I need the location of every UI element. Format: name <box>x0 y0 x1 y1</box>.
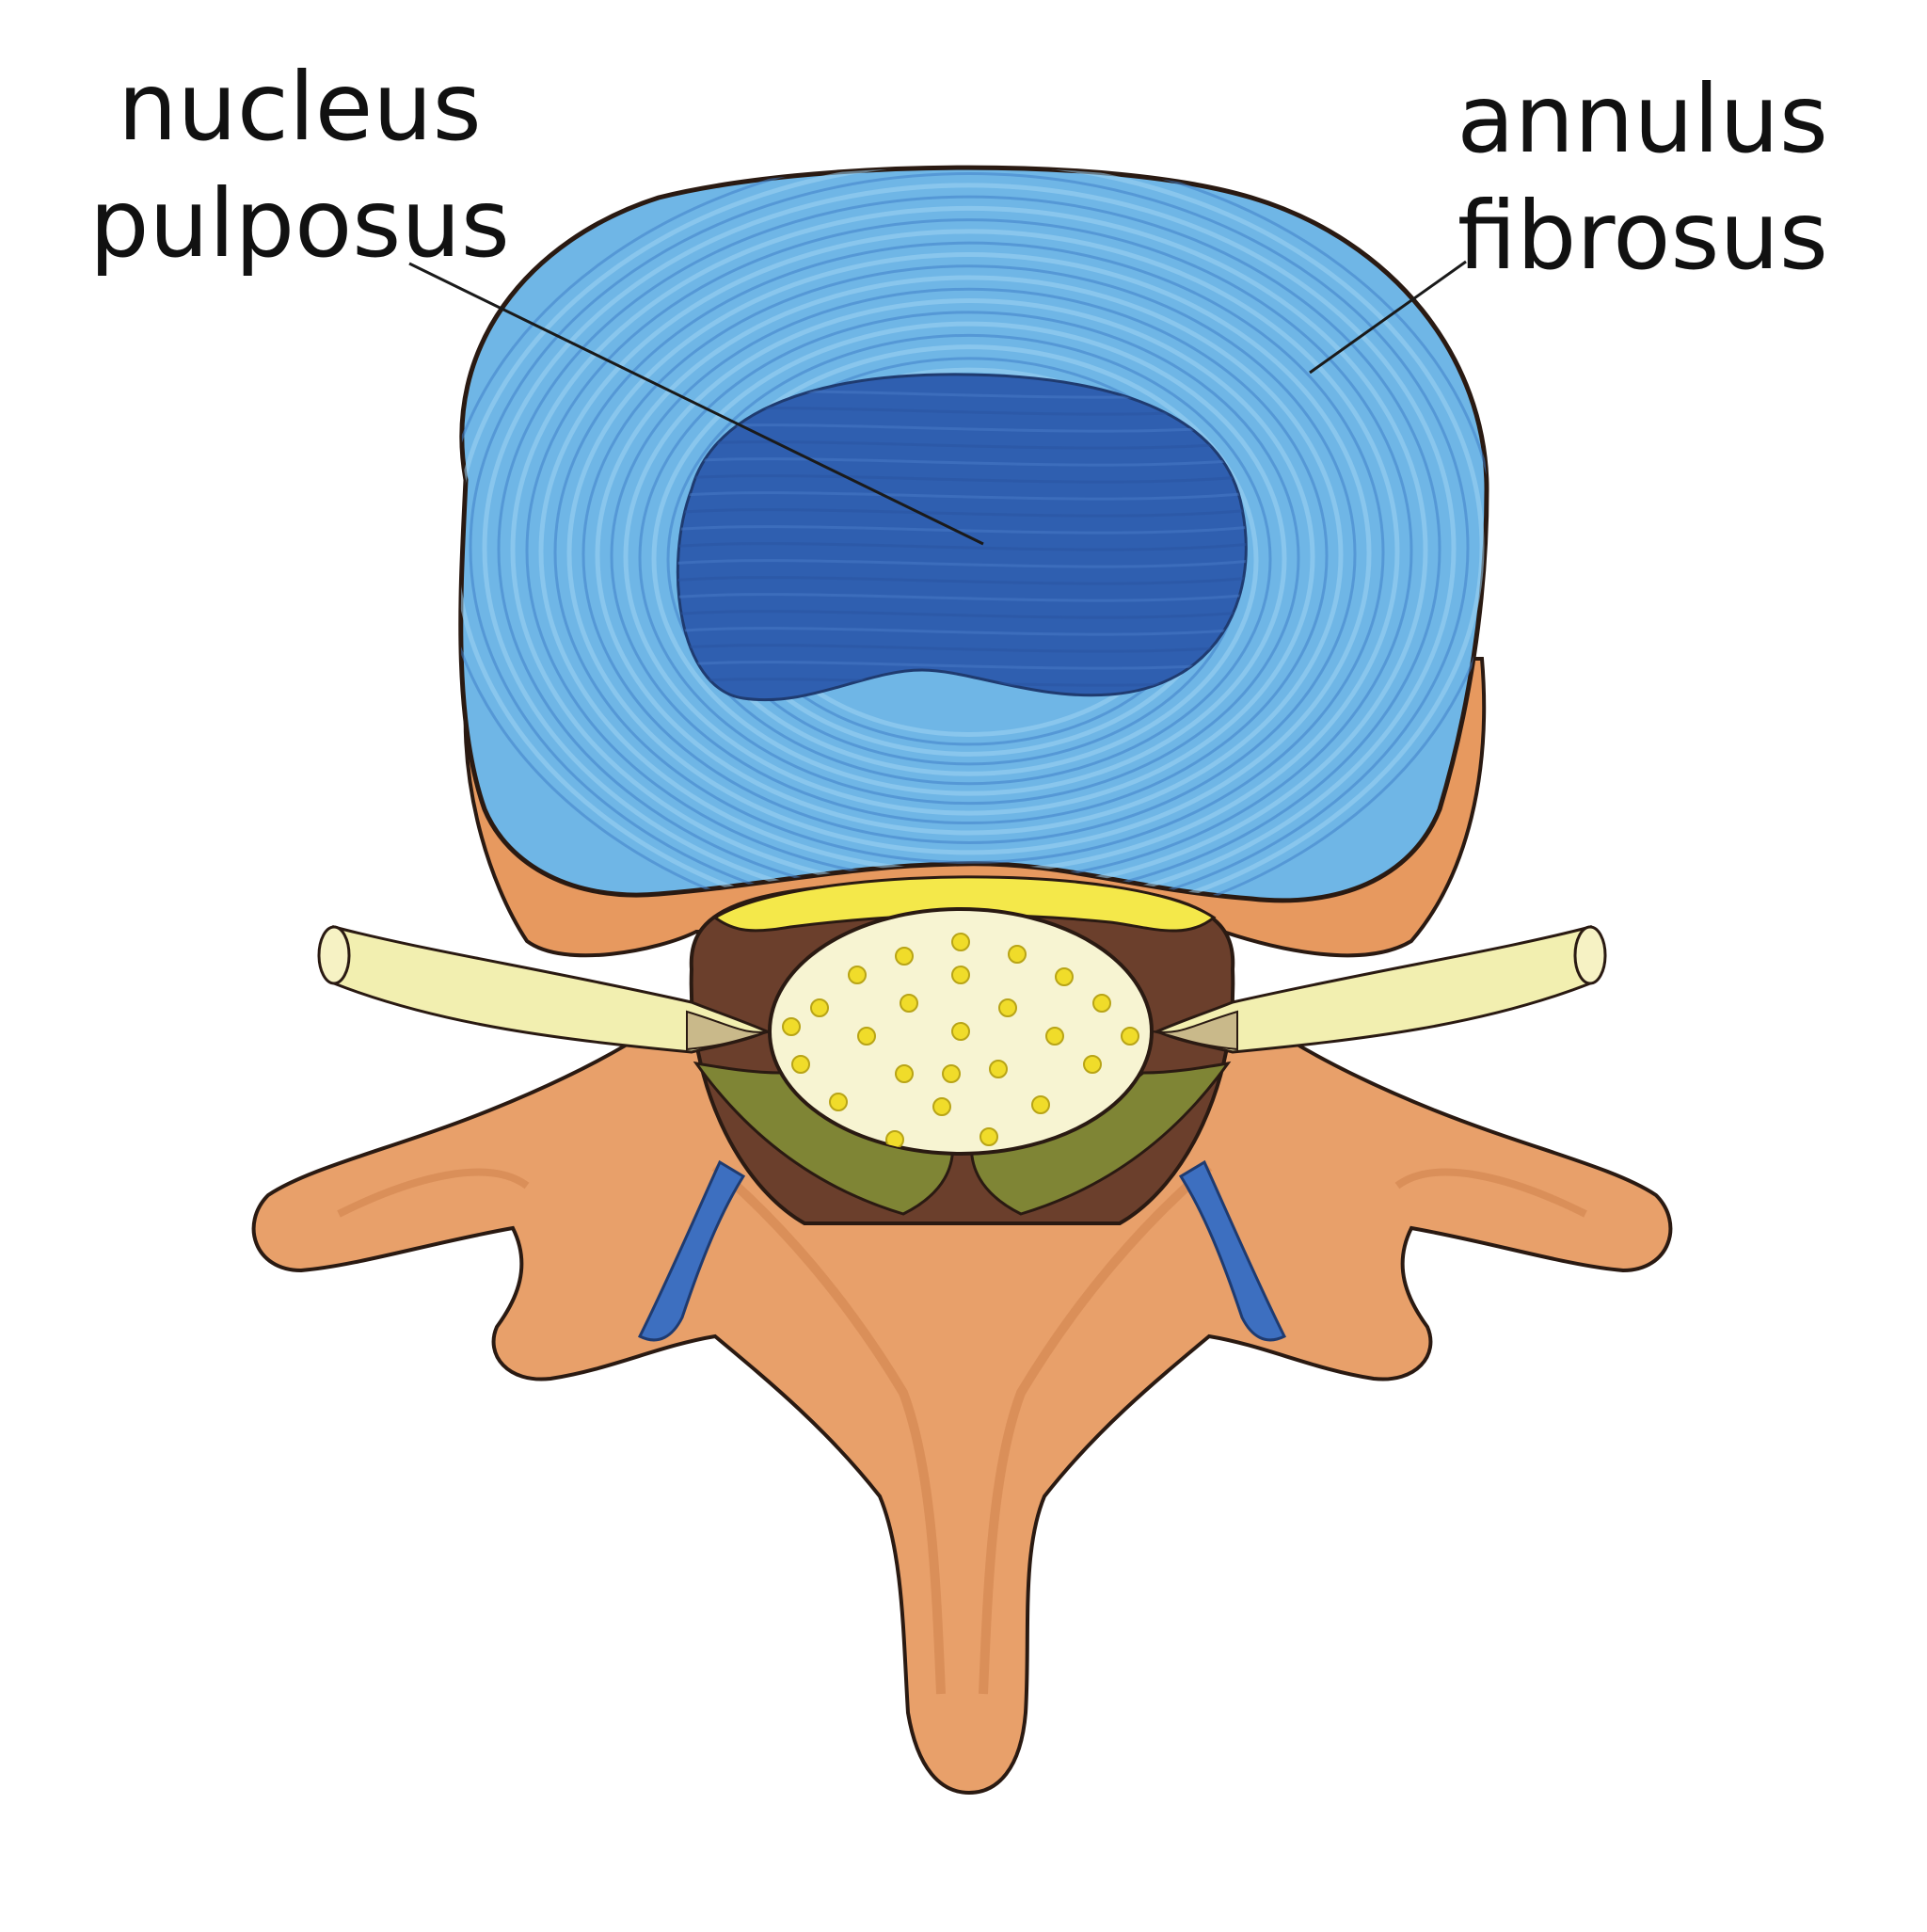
nerve-root-left-end <box>319 927 349 983</box>
cord-dot <box>900 995 917 1012</box>
cord-dot <box>952 1023 969 1040</box>
cord-dot <box>980 1128 997 1145</box>
label-nucleus-line1: nucleus <box>89 49 510 166</box>
cord-dot <box>1093 995 1110 1012</box>
cord-dot <box>933 1098 950 1115</box>
cord-dot <box>1056 968 1073 985</box>
cord-dot <box>896 948 913 965</box>
cord-dot <box>849 966 866 983</box>
cord-dot <box>1046 1028 1063 1045</box>
cord-dot <box>952 934 969 950</box>
cord-dot <box>1009 946 1026 963</box>
cord-dot <box>792 1056 809 1073</box>
label-annulus-line2: fibrosus <box>1457 178 1828 295</box>
label-nucleus-line2: pulposus <box>89 166 510 282</box>
cord-dot <box>1122 1028 1139 1045</box>
cord-dot <box>999 999 1016 1016</box>
cord-dot <box>830 1094 847 1110</box>
cord-dot <box>858 1028 875 1045</box>
label-annulus-line1: annulus <box>1457 61 1828 178</box>
label-nucleus-pulposus: nucleus pulposus <box>89 49 510 282</box>
cord-dot <box>990 1061 1007 1078</box>
cord-dot <box>896 1065 913 1082</box>
label-annulus-fibrosus: annulus fibrosus <box>1457 61 1828 295</box>
cord-dot <box>1084 1056 1101 1073</box>
nerve-root-right-end <box>1575 927 1605 983</box>
cord-dot <box>811 999 828 1016</box>
cord-dot <box>952 966 969 983</box>
cord-dot <box>1032 1096 1049 1113</box>
cord-dot <box>943 1065 960 1082</box>
cord-dot <box>783 1018 800 1035</box>
